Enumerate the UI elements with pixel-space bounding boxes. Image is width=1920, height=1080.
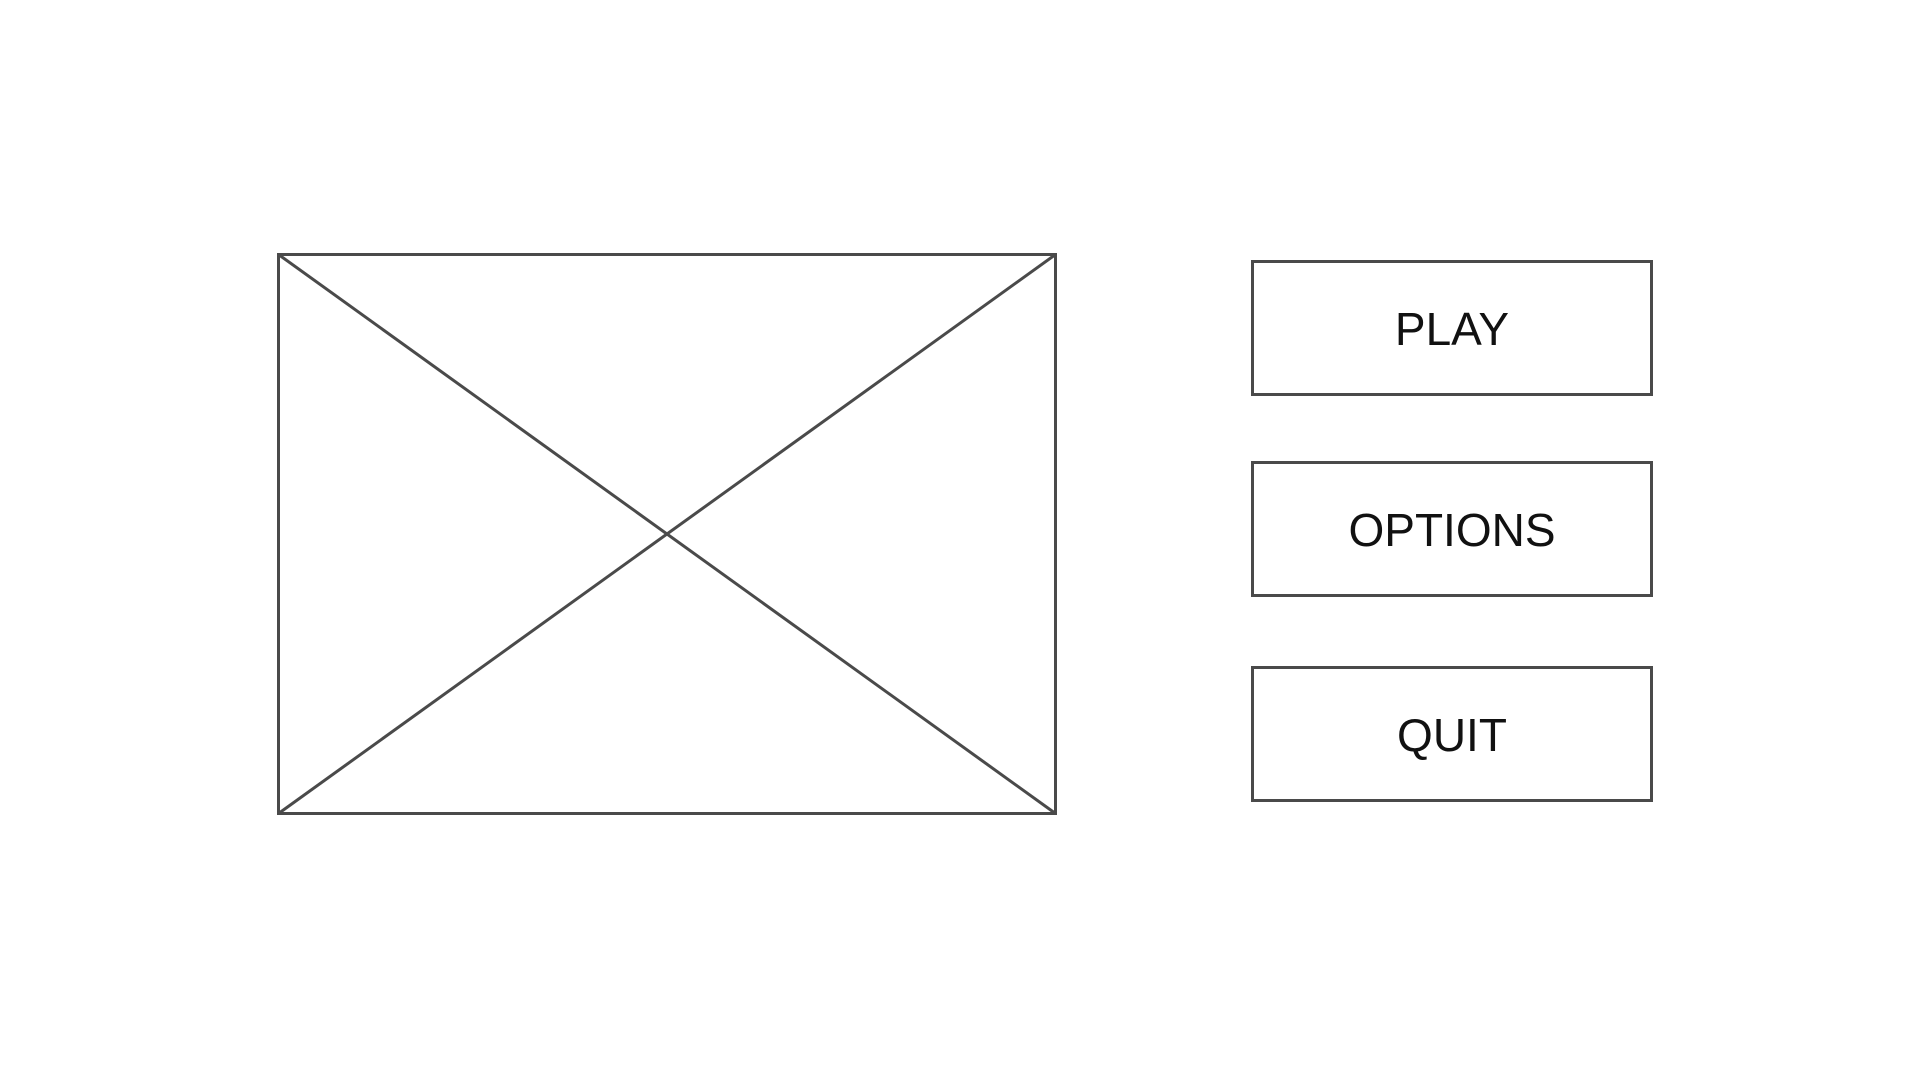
placeholder-frame: [277, 253, 1057, 815]
play-button-label: PLAY: [1394, 303, 1510, 355]
quit-button-label: QUIT: [1397, 709, 1507, 761]
quit-button[interactable]: QUIT: [1251, 666, 1653, 802]
options-button-label: OPTIONS: [1348, 504, 1556, 556]
play-button[interactable]: PLAY: [1251, 260, 1653, 396]
placeholder-diagonal-2: [277, 253, 1057, 815]
options-button[interactable]: OPTIONS: [1251, 461, 1653, 597]
image-placeholder-icon: [277, 253, 1057, 815]
image-placeholder-x-icon: [277, 253, 1057, 815]
